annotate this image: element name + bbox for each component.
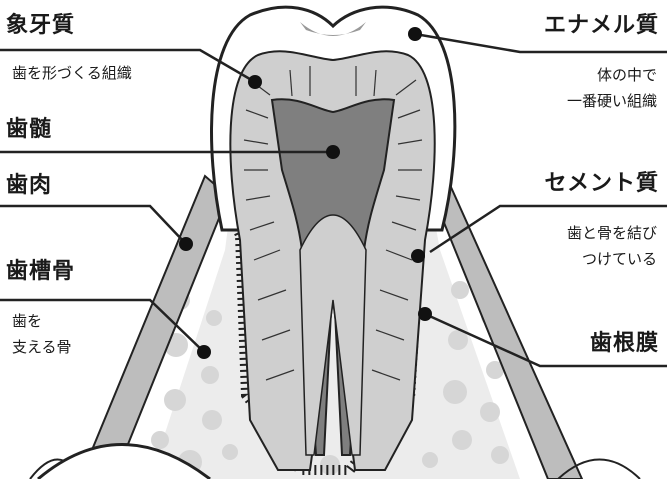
- desc-alveolar-bone-2: 支える骨: [12, 338, 72, 357]
- label-gum: 歯肉: [6, 172, 52, 200]
- desc-dentin: 歯を形づくる組織: [12, 64, 132, 83]
- label-dentin: 象牙質: [6, 12, 75, 40]
- desc-alveolar-bone-1: 歯を: [12, 312, 42, 331]
- label-pulp: 歯髄: [6, 116, 52, 144]
- desc-enamel-1: 体の中で: [597, 66, 657, 85]
- desc-cementum-1: 歯と骨を結び: [567, 224, 657, 243]
- desc-cementum-2: つけている: [582, 250, 657, 269]
- label-cementum: セメント質: [544, 170, 659, 198]
- desc-enamel-2: 一番硬い組織: [567, 92, 657, 111]
- label-enamel: エナメル質: [544, 12, 659, 40]
- label-alveolar-bone: 歯槽骨: [6, 258, 75, 286]
- label-periodontal-ligament: 歯根膜: [590, 330, 659, 358]
